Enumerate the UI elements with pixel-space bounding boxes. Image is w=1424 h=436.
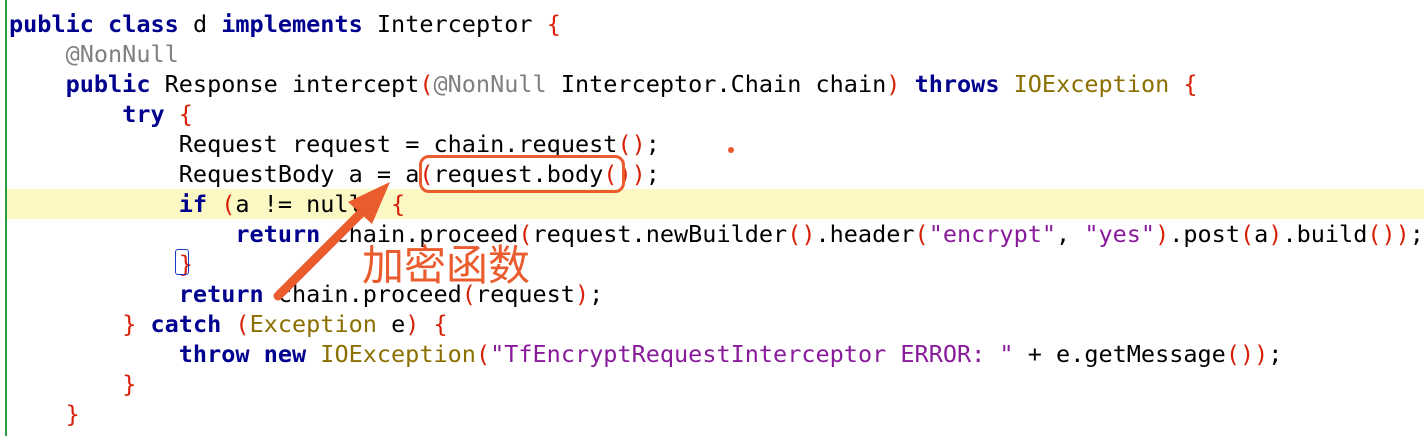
paren: ) [1268, 220, 1283, 248]
brace: { [1183, 70, 1198, 98]
brace: } [122, 370, 137, 398]
exception-type: IOException [1013, 70, 1170, 98]
method-call: a [405, 160, 420, 188]
method-call: chain.request [433, 130, 618, 158]
type-name: RequestBody [178, 160, 335, 188]
variable: request [475, 280, 575, 308]
code-line-2[interactable]: @NonNull [9, 39, 179, 69]
paren: ) [631, 160, 646, 188]
string-literal: "yes" [1084, 220, 1156, 248]
operator: + [1027, 340, 1042, 368]
paren: ( [221, 190, 236, 218]
variable: a [1254, 220, 1269, 248]
class-name: d [192, 10, 208, 38]
gutter-change-bar [5, 0, 7, 436]
paren: ( [1239, 220, 1255, 248]
brace: } [65, 400, 80, 428]
type-name: Interceptor.Chain [560, 70, 802, 98]
keyword: public [65, 70, 151, 98]
method-call: .header [815, 220, 915, 248]
arrow-head [348, 182, 390, 224]
keyword: return [178, 280, 264, 308]
arrow-shaft [273, 205, 369, 301]
brace: } [122, 310, 137, 338]
keyword: throw [178, 340, 250, 368]
keyword: catch [150, 310, 222, 338]
method-call: request.body [433, 160, 604, 188]
method-call: .post [1169, 220, 1240, 248]
paren: ( [518, 220, 533, 248]
method-name: intercept [291, 70, 420, 98]
paren: () [787, 220, 816, 248]
keyword: class [108, 10, 179, 38]
operator: = [405, 130, 420, 158]
method-call: request.newBuilder [532, 220, 788, 248]
paren: ()) [1225, 340, 1269, 368]
string-literal: "TfEncryptRequestInterceptor ERROR: " [490, 340, 1014, 368]
paren: ( [419, 160, 434, 188]
type-name: Response [164, 70, 278, 98]
brace: { [546, 10, 561, 38]
operator: = [376, 160, 392, 188]
keyword: implements [221, 10, 363, 38]
code-line-10[interactable]: return chain.proceed(request); [178, 280, 604, 308]
code-line-3[interactable]: public Response intercept(@NonNull Inter… [9, 69, 1198, 99]
variable: e [391, 310, 406, 338]
method-call: chain.proceed [334, 220, 519, 248]
type-name: Request [178, 130, 278, 158]
brace: { [178, 100, 193, 128]
keyword: try [122, 100, 165, 128]
keyword: return [235, 220, 321, 248]
code-line-1[interactable]: public class d implements Interceptor { [9, 9, 561, 39]
code-line-13[interactable]: } [9, 369, 136, 399]
method-call: chain.proceed [277, 280, 462, 308]
paren: ) [886, 70, 901, 98]
method-call: e.getMessage [1056, 340, 1226, 368]
paren: ( [914, 220, 929, 248]
code-line-4[interactable]: try { [9, 99, 193, 129]
code-line-5[interactable]: Request request = chain.request(); [178, 130, 660, 158]
code-line-12[interactable]: throw new IOException("TfEncryptRequestI… [178, 340, 1283, 368]
string-literal: "encrypt" [928, 220, 1057, 248]
current-line-highlight [7, 189, 1424, 219]
highlight-box-request-body [419, 155, 625, 193]
exception-type: Exception [249, 310, 377, 338]
paren: ()) [1367, 220, 1410, 248]
code-line-11[interactable]: } catch (Exception e) { [9, 309, 448, 339]
paren: ( [475, 340, 491, 368]
keyword: public [9, 10, 94, 38]
paren: ) [1155, 220, 1170, 248]
code-line-8[interactable]: return chain.proceed(request.newBuilder(… [235, 220, 1424, 248]
brace: { [433, 310, 448, 338]
paren: ( [461, 280, 476, 308]
variable: a [348, 160, 363, 188]
keyword: new [263, 340, 307, 368]
code-line-14[interactable]: } [9, 399, 80, 429]
paren: ) [574, 280, 590, 308]
paren: ) [405, 310, 420, 338]
annotation: @NonNull [65, 40, 179, 68]
annotation-dot [728, 147, 734, 153]
annotation: @NonNull [433, 70, 547, 98]
variable: request [291, 130, 392, 158]
keyword: if [178, 190, 208, 218]
exception-type: IOException [320, 340, 476, 368]
code-line-6[interactable]: RequestBody a = a(request.body()); [178, 160, 660, 188]
paren: ( [235, 310, 250, 338]
annotation-label: 加密函数 [362, 241, 531, 290]
method-call: .build [1282, 220, 1368, 248]
code-line-9[interactable]: } [9, 249, 193, 279]
keyword: throws [914, 70, 1000, 98]
paren: ( [419, 70, 434, 98]
variable: chain [815, 70, 887, 98]
brace: } [178, 250, 193, 278]
brace-match-box [175, 249, 189, 275]
interface-name: Interceptor [376, 10, 533, 38]
brace: { [391, 190, 406, 218]
paren: () [617, 130, 646, 158]
